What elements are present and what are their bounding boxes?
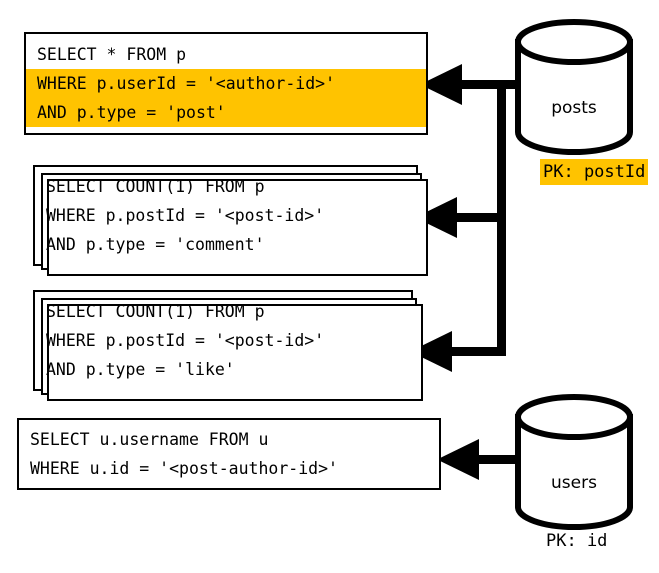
query-line: SELECT u.username FROM u (30, 430, 269, 449)
query-line-highlighted: WHERE p.userId = '<author-id>' (26, 69, 426, 98)
collection-users[interactable]: users (512, 394, 636, 535)
query-line: SELECT COUNT(1) FROM p (46, 177, 265, 196)
collection-posts[interactable]: posts (512, 19, 636, 160)
query-line-highlighted: AND p.type = 'post' (26, 98, 426, 127)
query-line: WHERE p.postId = '<post-id>' (46, 331, 325, 350)
collection-label: users (551, 473, 597, 493)
query-box-comment-count[interactable]: SELECT COUNT(1) FROM p WHERE p.postId = … (33, 165, 428, 276)
connector-posts-trunk (445, 80, 519, 356)
database-cylinder-icon (515, 394, 633, 530)
partition-key-posts: PK: postId (540, 159, 649, 185)
query-line: AND p.type = 'like' (46, 360, 235, 379)
arrowhead-to-posts-by-author (420, 64, 462, 105)
query-line: SELECT * FROM p (37, 45, 187, 64)
query-box-posts-by-author[interactable]: SELECT * FROM p WHERE p.userId = '<autho… (24, 32, 428, 135)
query-box-like-count[interactable]: SELECT COUNT(1) FROM p WHERE p.postId = … (33, 290, 423, 401)
arrowhead-to-like-count (410, 331, 452, 372)
query-box-username-lookup[interactable]: SELECT u.username FROM u WHERE u.id = '<… (17, 418, 441, 490)
query-line: WHERE u.id = '<post-author-id>' (30, 459, 338, 478)
query-line: AND p.type = 'comment' (46, 235, 265, 254)
arrowhead-to-comment-count (415, 197, 457, 238)
database-cylinder-icon (515, 19, 633, 155)
query-line: SELECT COUNT(1) FROM p (46, 302, 265, 321)
connector-users (437, 439, 519, 480)
partition-key-users: PK: id (546, 531, 608, 551)
query-line: WHERE p.postId = '<post-id>' (46, 206, 325, 225)
collection-label: posts (551, 98, 597, 118)
